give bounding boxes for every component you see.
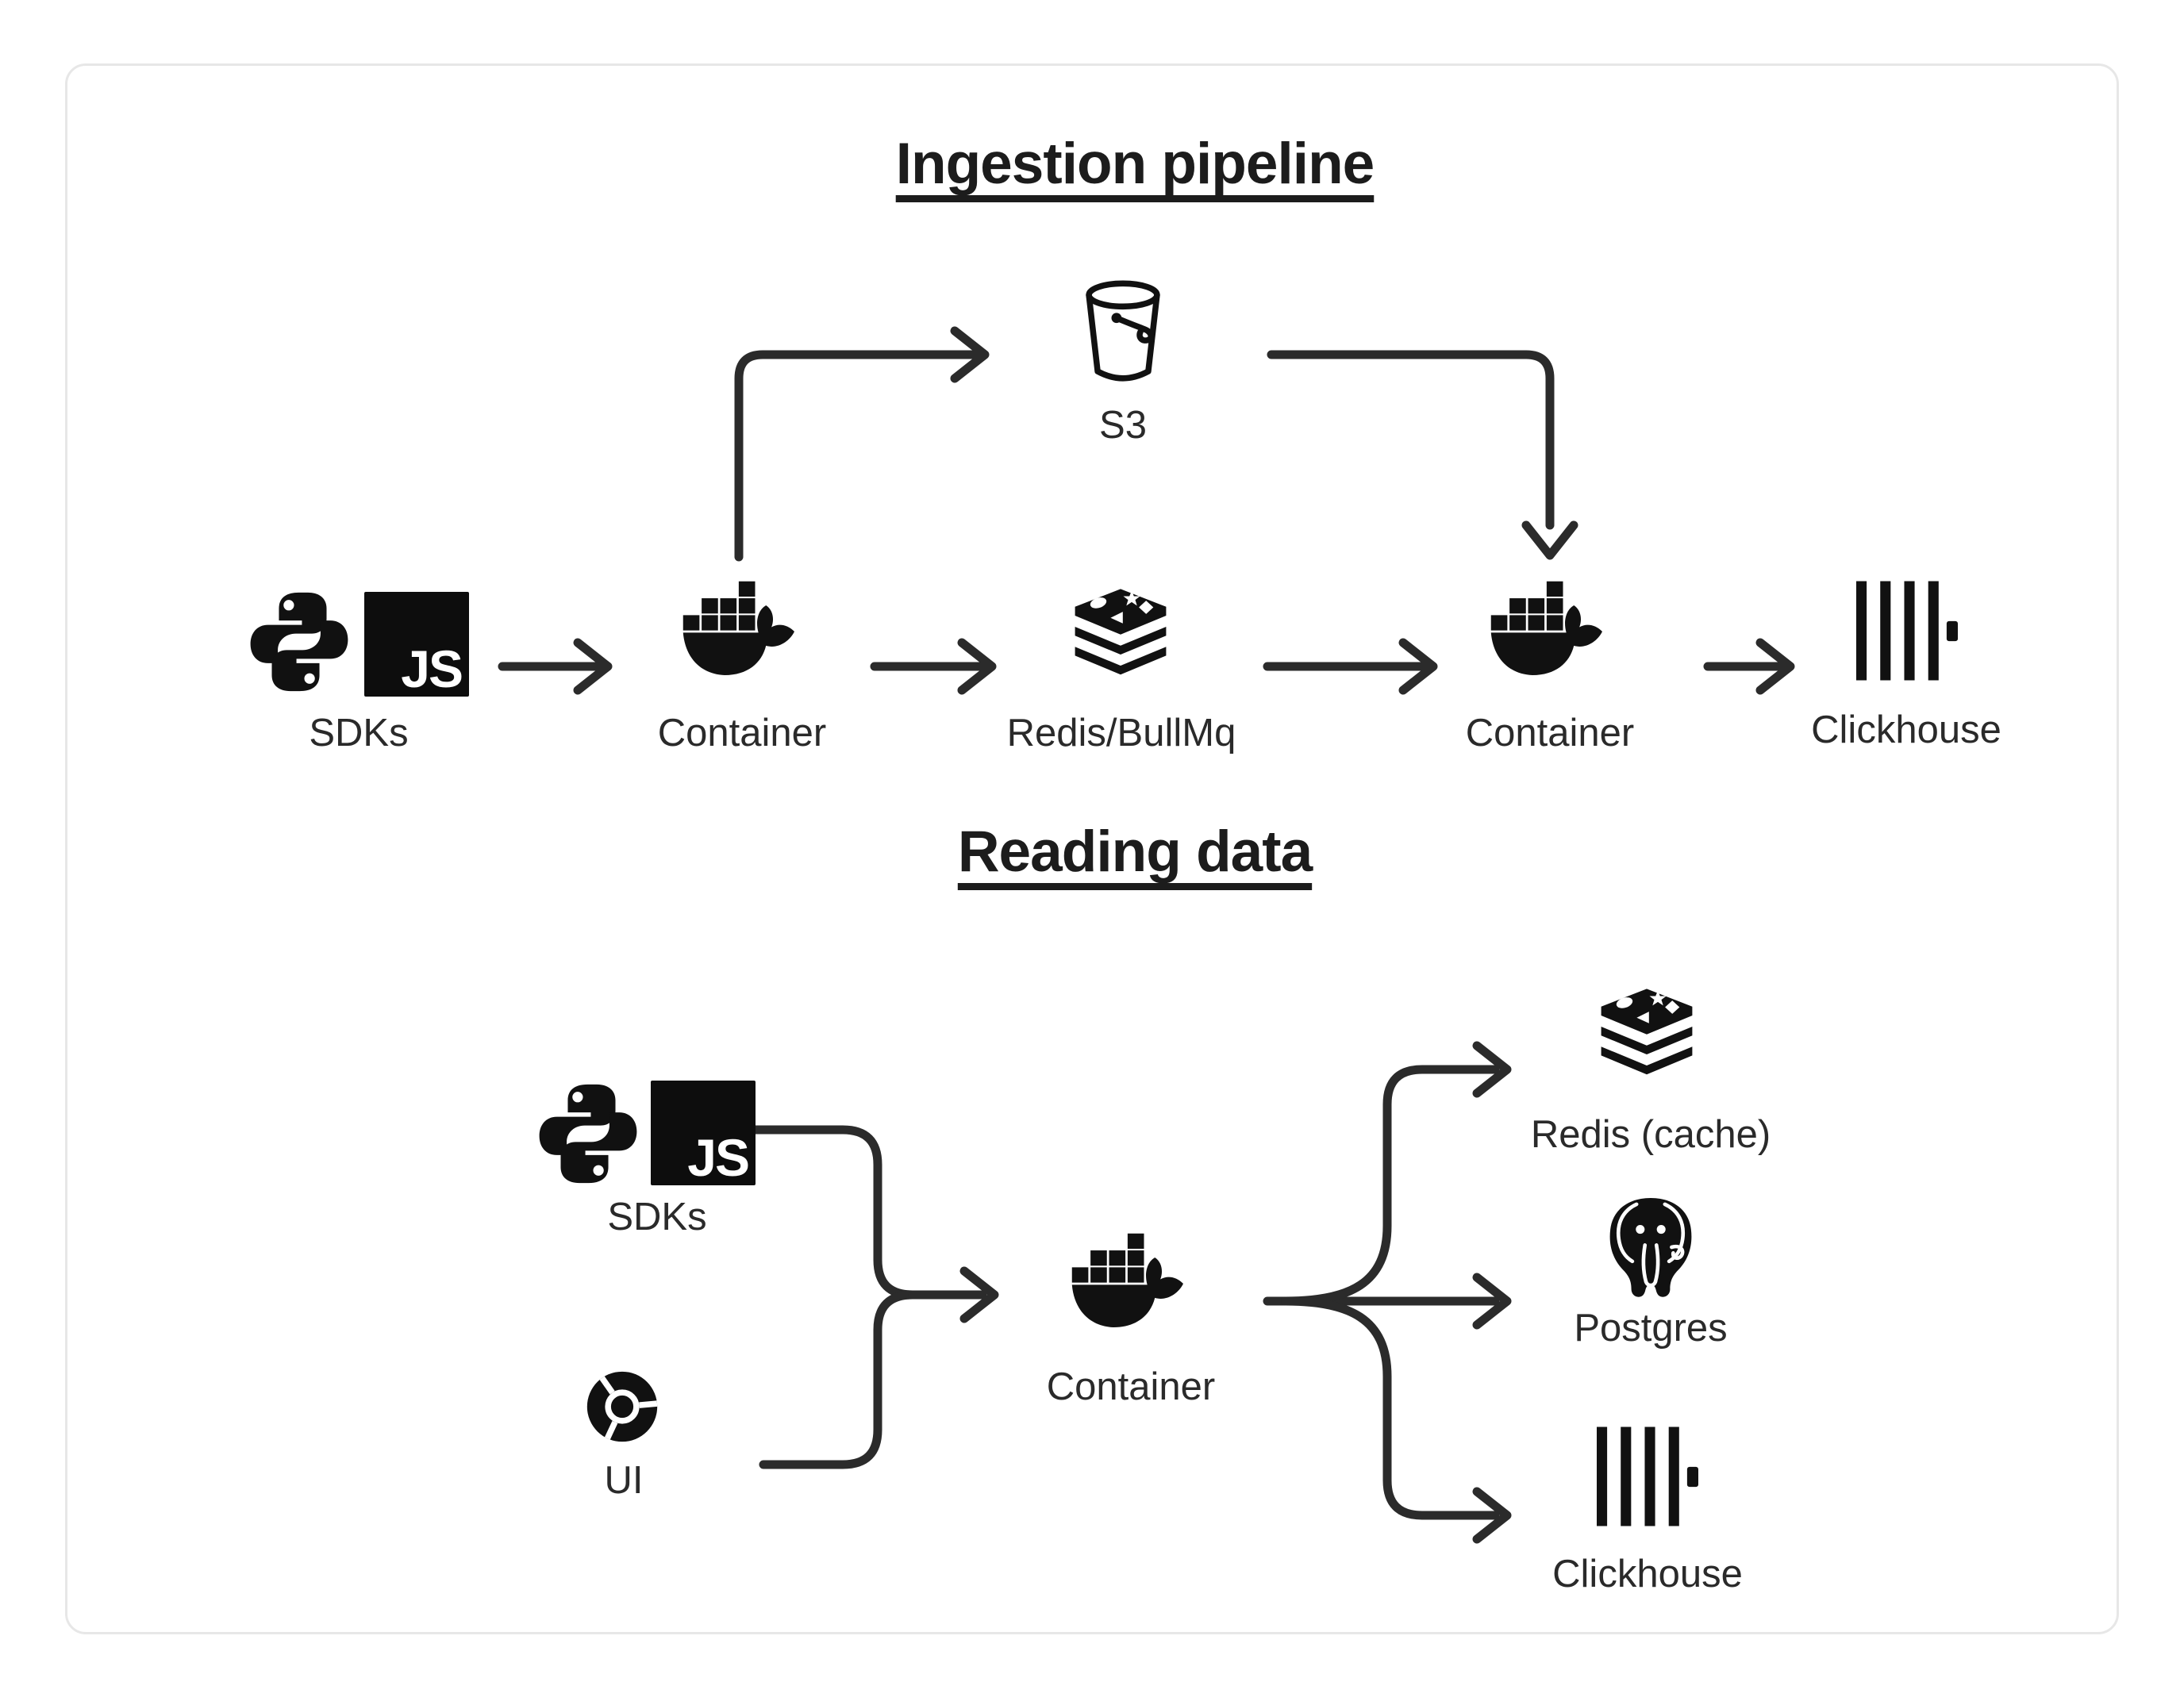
arrow-queue-to-worker xyxy=(1263,638,1438,695)
clickhouse-icon xyxy=(1856,581,1958,681)
redis-icon xyxy=(1591,976,1702,1089)
docker-icon xyxy=(681,578,803,685)
ingestion-queue-label: Redis/BullMq xyxy=(1006,712,1236,755)
postgres-icon xyxy=(1598,1193,1703,1301)
reading-ui-label: UI xyxy=(604,1459,644,1502)
reading-postgres-label: Postgres xyxy=(1574,1307,1728,1350)
ingestion-worker-container-label: Container xyxy=(1465,712,1635,755)
wire-ui-merge xyxy=(759,1290,917,1469)
s3-label: S3 xyxy=(1099,404,1147,447)
arrow-merge-to-container xyxy=(908,1266,999,1323)
arrow-sdks-to-container xyxy=(498,638,613,695)
reading-warehouse-label: Clickhouse xyxy=(1552,1553,1743,1595)
python-icon xyxy=(533,1073,643,1195)
ingestion-section-title: Ingestion pipeline xyxy=(895,132,1375,196)
ingestion-warehouse-label: Clickhouse xyxy=(1811,708,2001,751)
reading-sdks-label: SDKs xyxy=(607,1196,707,1238)
reading-cache-label: Redis (cache) xyxy=(1530,1113,1771,1156)
javascript-icon-glyph: JS xyxy=(401,639,463,698)
ingestion-container-label: Container xyxy=(657,712,827,755)
javascript-icon: JS xyxy=(364,592,469,697)
docker-icon xyxy=(1489,578,1611,685)
docker-icon xyxy=(1070,1230,1192,1338)
javascript-icon-glyph: JS xyxy=(687,1128,750,1187)
reading-container-label: Container xyxy=(1046,1365,1216,1408)
clickhouse-icon xyxy=(1597,1426,1698,1526)
redis-icon xyxy=(1065,576,1176,689)
reading-section-title: Reading data xyxy=(957,820,1313,884)
arrow-worker-to-clickhouse xyxy=(1703,638,1795,695)
wire-sdks-merge xyxy=(751,1125,917,1300)
python-icon xyxy=(244,581,354,703)
arrow-container-to-redis-cache xyxy=(1281,1041,1512,1306)
ingestion-sdks-label: SDKs xyxy=(309,712,409,755)
arrow-s3-to-worker xyxy=(1267,350,1578,560)
arrow-container-to-clickhouse xyxy=(1281,1296,1512,1544)
arrow-container-to-s3 xyxy=(734,326,990,562)
s3-bucket-icon xyxy=(1077,278,1169,395)
chrome-icon xyxy=(585,1369,659,1444)
arrow-container-to-queue xyxy=(870,638,997,695)
javascript-icon: JS xyxy=(651,1081,756,1185)
